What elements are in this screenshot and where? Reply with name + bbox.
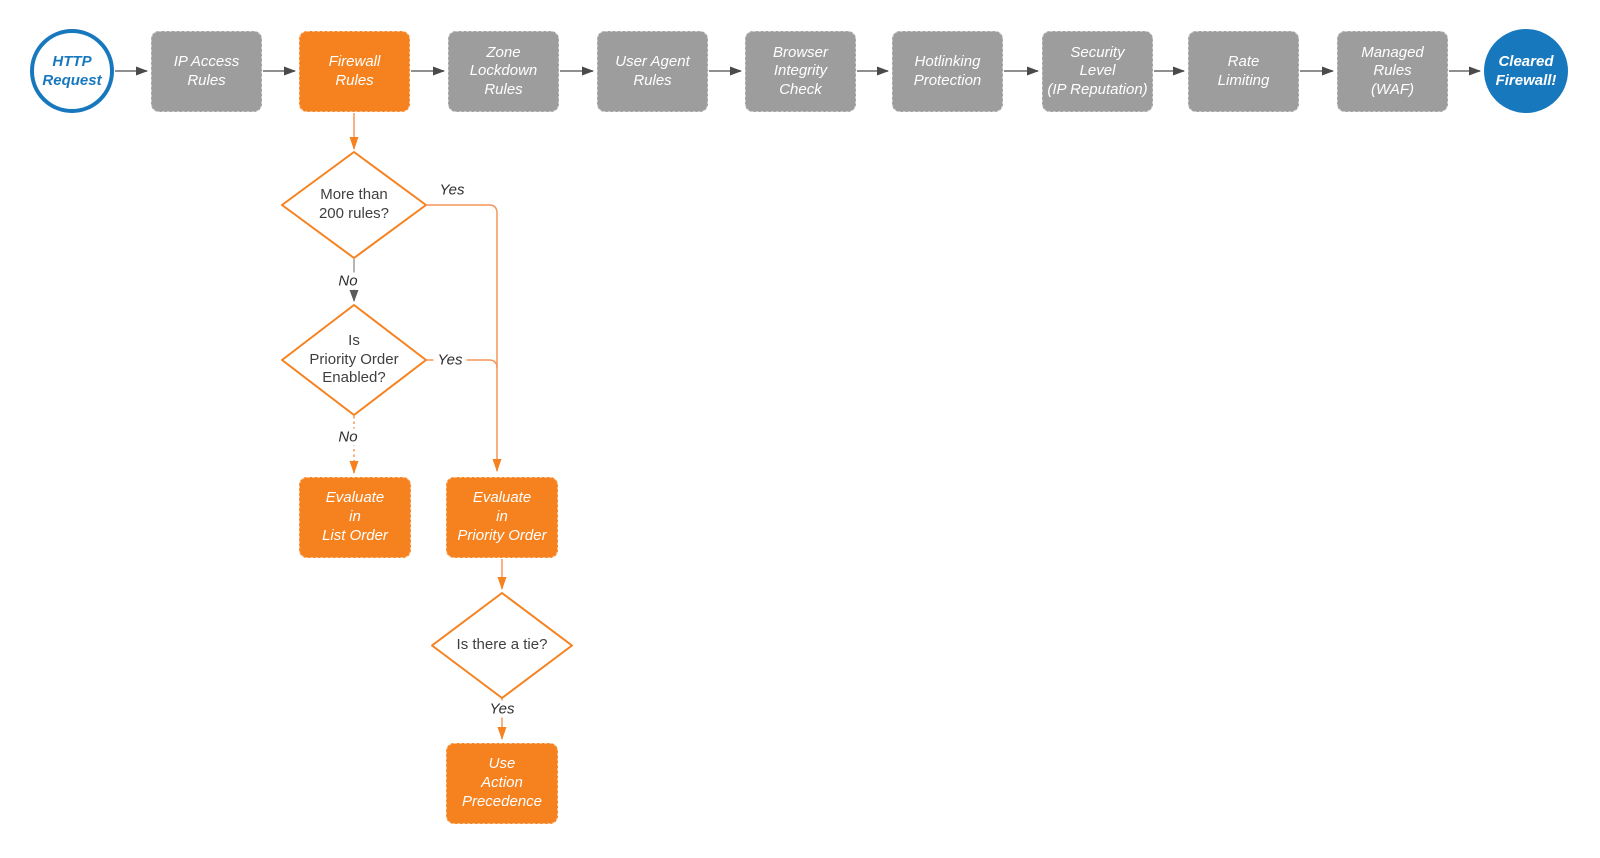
edge-label-yes-priority: Yes	[433, 351, 467, 369]
decision-is-there-a-tie-shape	[431, 592, 573, 699]
action-evaluate-in-list-order: Evaluate in List Order	[299, 477, 411, 558]
action-evaluate-in-priority-order: Evaluate in Priority Order	[446, 477, 558, 558]
edge-label-no-200: No	[334, 272, 362, 290]
node-hotlinking-protection: Hotlinking Protection	[892, 31, 1003, 112]
node-browser-integrity-check: Browser Integrity Check	[745, 31, 856, 112]
node-ip-access-rules: IP Access Rules	[151, 31, 262, 112]
node-security-level-ip-reputation: Security Level (IP Reputation)	[1042, 31, 1153, 112]
node-http-request: HTTP Request	[30, 29, 114, 113]
decision-more-than-200-rules-shape	[281, 151, 427, 259]
decision-priority-order-enabled-label: Is Priority Order Enabled?	[309, 331, 399, 387]
decision-more-than-200-rules-label: More than 200 rules?	[318, 186, 390, 222]
decision-is-there-a-tie-label: Is there a tie?	[456, 636, 548, 654]
connector-yes-priority-merge	[427, 359, 498, 369]
edge-label-yes-tie: Yes	[485, 700, 519, 718]
node-rate-limiting: Rate Limiting	[1188, 31, 1299, 112]
node-firewall-rules: Firewall Rules	[299, 31, 410, 112]
node-managed-rules-waf: Managed Rules (WAF)	[1337, 31, 1448, 112]
node-zone-lockdown-rules: Zone Lockdown Rules	[448, 31, 559, 112]
connector-yes-200-to-priority-box	[427, 204, 502, 472]
edge-label-no-priority: No	[334, 428, 362, 446]
action-use-action-precedence: Use Action Precedence	[446, 743, 558, 824]
node-cleared-firewall: Cleared Firewall!	[1484, 29, 1568, 113]
decision-priority-order-enabled-shape	[281, 304, 427, 416]
edge-label-yes-200: Yes	[439, 181, 465, 199]
node-user-agent-rules: User Agent Rules	[597, 31, 708, 112]
decision-shapes	[281, 151, 573, 699]
